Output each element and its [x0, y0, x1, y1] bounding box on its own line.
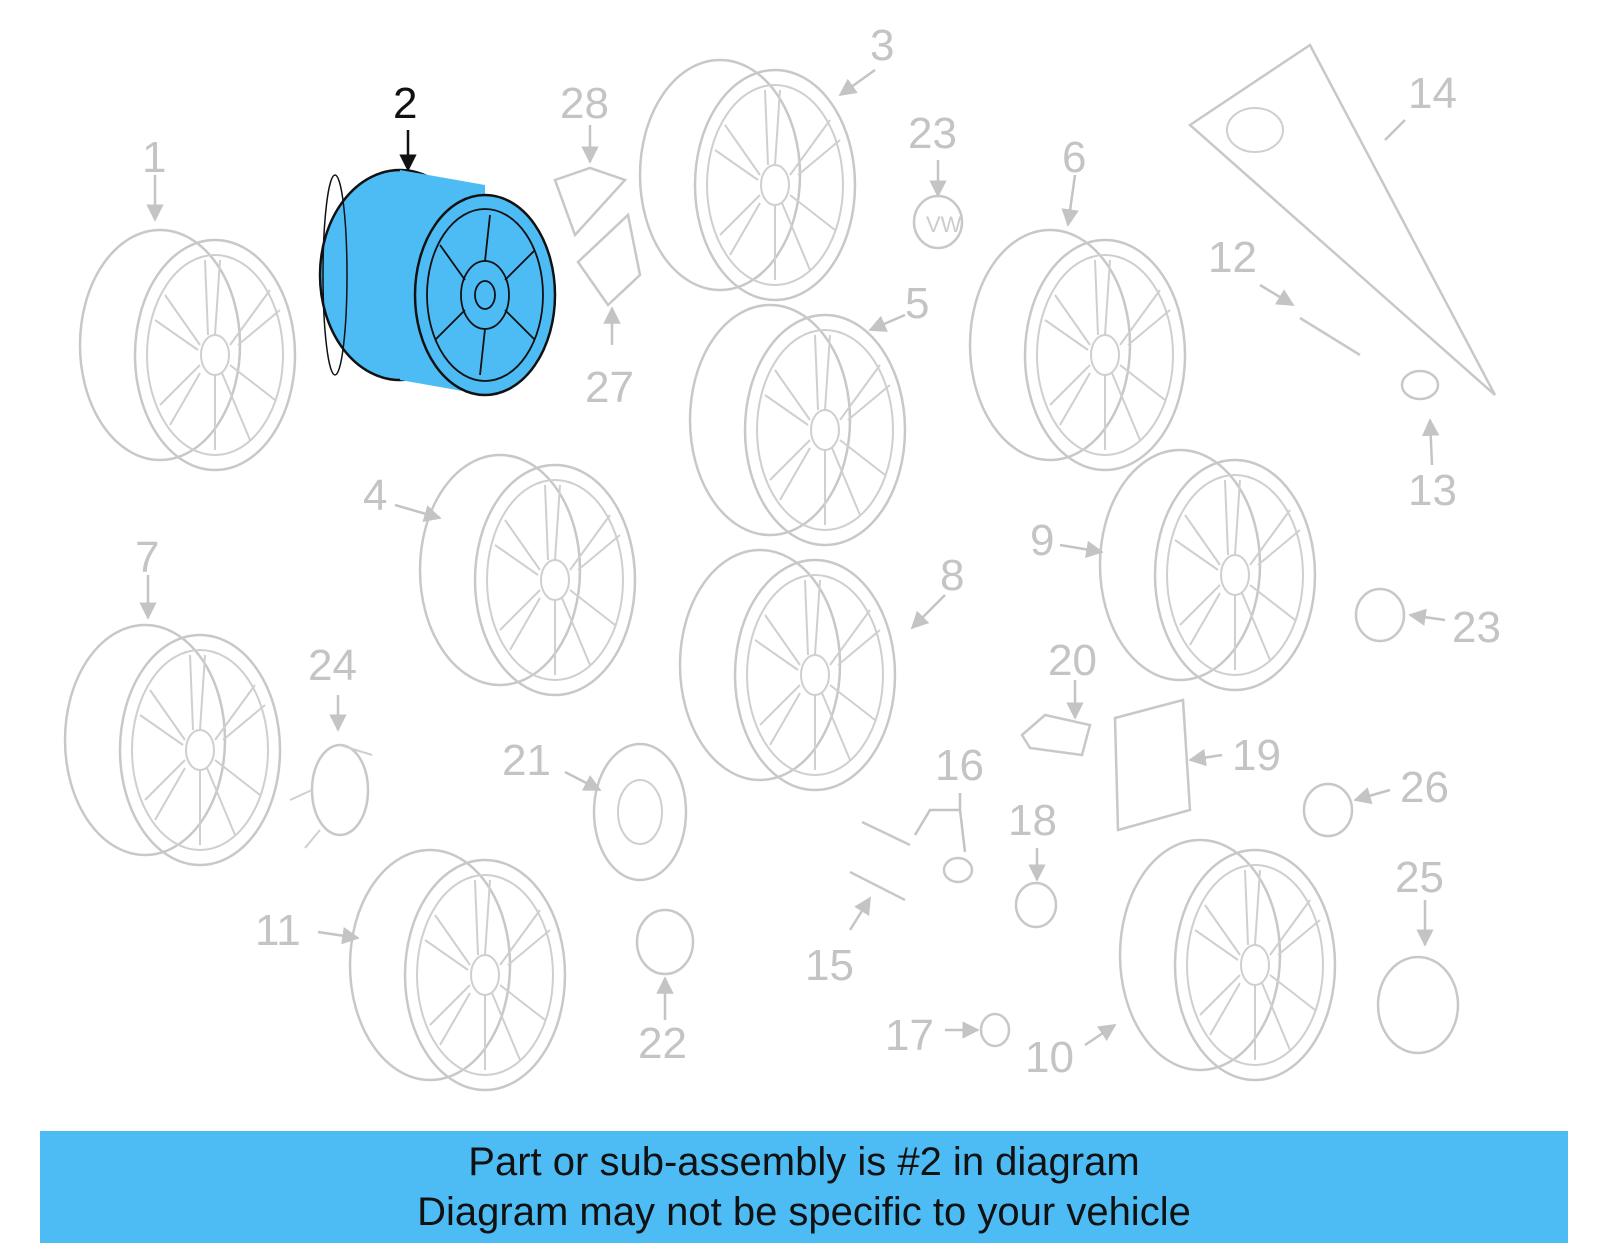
nut-17[interactable]	[979, 1012, 1011, 1048]
callout-15: 15	[805, 941, 854, 990]
weight-27[interactable]	[576, 212, 642, 307]
wheel-4[interactable]	[418, 453, 637, 697]
callout-17: 17	[885, 1011, 934, 1060]
callout-23-right: 23	[1452, 603, 1501, 652]
center-cap-23b[interactable]	[1354, 587, 1406, 643]
wheel-10[interactable]	[1118, 838, 1337, 1082]
center-cap-26[interactable]	[1302, 782, 1354, 838]
info-banner: Part or sub-assembly is #2 in diagram Di…	[40, 1131, 1568, 1243]
weight-28[interactable]	[553, 166, 628, 238]
callout-22: 22	[638, 1019, 687, 1068]
callout-13: 13	[1408, 466, 1457, 515]
valve-12[interactable]	[1299, 316, 1361, 357]
callout-20: 20	[1048, 636, 1097, 685]
hubcap-24[interactable]	[289, 743, 373, 849]
callout-1: 1	[142, 133, 166, 182]
label-19[interactable]	[1113, 698, 1192, 832]
callout-2: 2	[393, 79, 417, 128]
callout-6: 6	[1062, 133, 1086, 182]
callout-9: 9	[1030, 516, 1054, 565]
hubcap-25[interactable]	[1376, 955, 1460, 1055]
cap-18[interactable]	[1014, 881, 1058, 929]
wheel-7[interactable]	[63, 623, 282, 867]
callout-7: 7	[135, 533, 159, 582]
callout-24: 24	[308, 641, 357, 690]
callout-26: 26	[1400, 763, 1449, 812]
callout-21: 21	[502, 736, 551, 785]
callout-10: 10	[1025, 1033, 1074, 1082]
banner-line-2: Diagram may not be specific to your vehi…	[417, 1190, 1191, 1234]
callout-11: 11	[255, 906, 301, 955]
parts-diagram: VW 1 2 3 4 5 6 7 8 9 10 11 12	[63, 21, 1501, 1092]
wheel-5[interactable]	[688, 303, 907, 547]
callout-4: 4	[363, 471, 387, 520]
center-cap-23a[interactable]: VW	[912, 194, 964, 250]
wheel-11[interactable]	[348, 848, 567, 1092]
callout-19: 19	[1232, 731, 1281, 780]
callout-28: 28	[560, 79, 609, 128]
wheel-3[interactable]	[638, 58, 857, 302]
bolt-15[interactable]	[849, 870, 906, 902]
valve-13[interactable]	[1400, 369, 1440, 401]
weight-20[interactable]	[1020, 713, 1092, 757]
callout-23-top: 23	[908, 109, 957, 158]
bolt-16[interactable]	[861, 820, 974, 884]
wheel-8[interactable]	[678, 548, 897, 792]
tpms-kit-14[interactable]	[1187, 43, 1497, 396]
callout-3: 3	[870, 21, 894, 70]
wheel-6[interactable]	[968, 228, 1187, 472]
svg-text:VW: VW	[926, 212, 962, 237]
callout-16: 16	[935, 741, 984, 790]
hubcap-21[interactable]	[592, 742, 688, 882]
callout-14: 14	[1408, 69, 1457, 118]
wheel-1[interactable]	[78, 228, 297, 472]
callout-12: 12	[1208, 233, 1257, 282]
wheel-2-highlighted[interactable]	[318, 168, 557, 397]
callout-25: 25	[1395, 853, 1444, 902]
callout-5: 5	[905, 279, 929, 328]
center-cap-22[interactable]	[635, 908, 695, 976]
callout-27: 27	[585, 363, 634, 412]
callout-8: 8	[940, 551, 964, 600]
banner-line-1: Part or sub-assembly is #2 in diagram	[468, 1140, 1140, 1184]
callout-18: 18	[1008, 796, 1057, 845]
wheel-9[interactable]	[1098, 448, 1317, 692]
